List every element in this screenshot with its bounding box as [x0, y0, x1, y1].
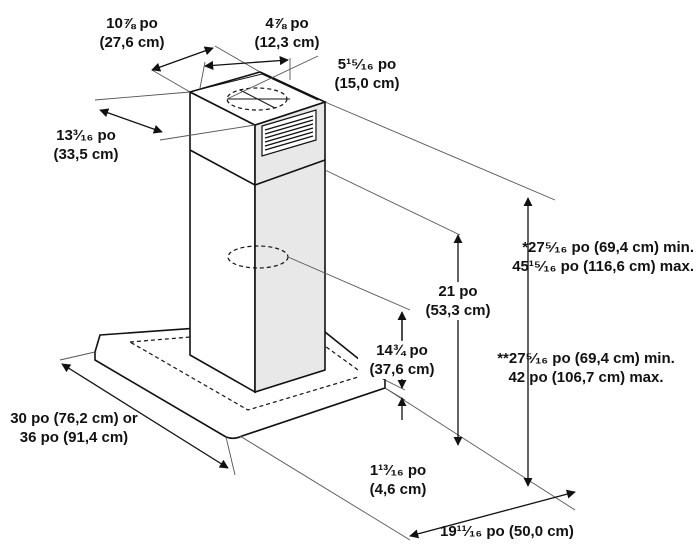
height-14-imperial: 14¾ po [376, 342, 428, 359]
total-height-1-max: 45¹⁵⁄₁₆ po (116,6 cm) max. [512, 258, 694, 275]
total-height-1-min: *27⁵⁄₁₆ po (69,4 cm) min. [522, 239, 694, 256]
canopy-width-30: 30 po (76,2 cm) or [10, 410, 138, 427]
canopy-thickness-imperial: 1¹³⁄₁₆ po [369, 462, 427, 479]
total-height-2-max: 42 po (106,7 cm) max. [508, 369, 664, 386]
duct-diameter-metric: (15,0 cm) [334, 75, 400, 92]
canopy-width-label: 30 po (76,2 cm) or 36 po (91,4 cm) [4, 409, 144, 447]
top-depth-metric: (27,6 cm) [99, 34, 165, 51]
height-14-metric: (37,6 cm) [369, 361, 435, 378]
height-21-label: 21 po (53,3 cm) [414, 282, 502, 320]
height-21-imperial: 21 po [438, 283, 478, 300]
vent-grille [261, 109, 317, 157]
duct-diameter-label: 5¹⁵⁄₁₆ po (15,0 cm) [325, 55, 409, 93]
duct-diameter-imperial: 5¹⁵⁄₁₆ po [337, 56, 397, 73]
top-depth-label: 10⅞ po (27,6 cm) [92, 14, 172, 52]
height-14-label: 14¾ po (37,6 cm) [358, 341, 446, 379]
total-height-2-min: **27⁵⁄₁₆ po (69,4 cm) min. [497, 350, 675, 367]
canopy-depth-value: 19¹¹⁄₁₆ po (50,0 cm) [440, 523, 574, 540]
canopy-thickness-metric: (4,6 cm) [369, 481, 427, 498]
chimney-width-metric: (33,5 cm) [53, 146, 119, 163]
top-width-label: 4⅞ po (12,3 cm) [245, 14, 329, 52]
top-width-metric: (12,3 cm) [254, 34, 320, 51]
chimney-width-label: 13³⁄₁₆ po (33,5 cm) [44, 126, 128, 164]
canopy-thickness-label: 1¹³⁄₁₆ po (4,6 cm) [358, 461, 438, 499]
height-21-metric: (53,3 cm) [425, 302, 491, 319]
total-height-1-label: *27⁵⁄₁₆ po (69,4 cm) min. 45¹⁵⁄₁₆ po (11… [484, 238, 694, 276]
chimney-width-imperial: 13³⁄₁₆ po [56, 127, 116, 144]
total-height-2-label: **27⁵⁄₁₆ po (69,4 cm) min. 42 po (106,7 … [480, 349, 692, 387]
canopy-depth-label: 19¹¹⁄₁₆ po (50,0 cm) [440, 522, 574, 541]
top-depth-imperial: 10⅞ po [106, 15, 158, 32]
top-width-imperial: 4⅞ po [265, 15, 309, 32]
canopy-width-36: 36 po (91,4 cm) [19, 429, 129, 446]
dimension-arrows [61, 46, 576, 539]
